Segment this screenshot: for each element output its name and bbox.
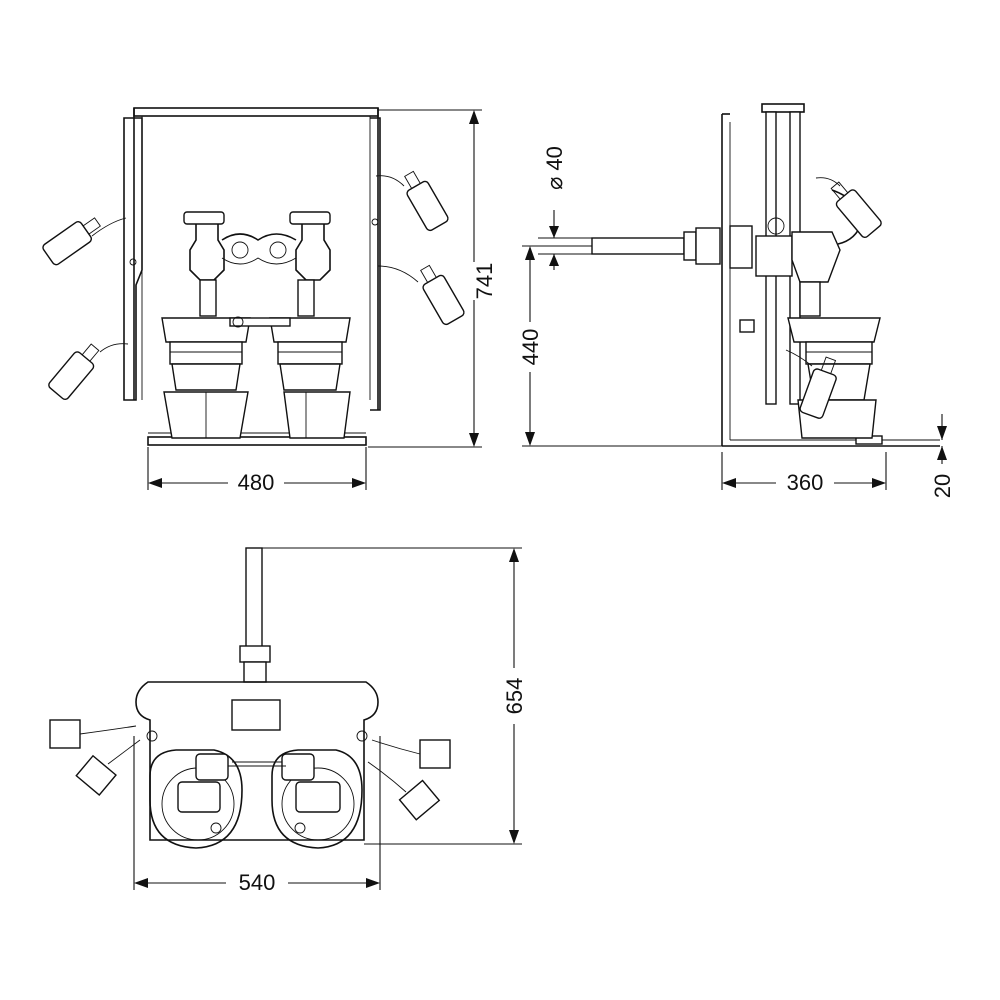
dimension-pipe-diameter: ⌀40 — [538, 146, 592, 270]
dimension-label-741: 741 — [472, 263, 497, 300]
dimension-plan-depth: 654 — [262, 547, 527, 845]
front-pump-right — [269, 211, 351, 439]
side-discharge-pipe — [591, 217, 793, 277]
front-manifold — [221, 233, 297, 328]
dimension-label-440: 440 — [518, 329, 543, 366]
dimension-label-diameter-40: ⌀40 — [542, 146, 567, 190]
plan-pump-left — [149, 749, 243, 849]
dimension-label-480: 480 — [238, 470, 275, 495]
side-view — [591, 103, 940, 447]
plan-pipe — [239, 547, 271, 683]
front-view — [40, 107, 467, 446]
front-frame — [123, 107, 381, 446]
dimension-plan-width: 540 — [133, 736, 381, 895]
dimension-label-20: 20 — [930, 474, 955, 498]
front-pump-left — [161, 211, 251, 439]
plan-manifold — [228, 761, 286, 767]
dimension-label-540: 540 — [239, 870, 276, 895]
dimension-pipe-height: 440 — [518, 245, 722, 447]
dimension-side-depth: 360 — [721, 452, 887, 495]
front-float-switches — [40, 167, 467, 402]
side-float-switches — [785, 176, 884, 421]
plan-pump-right — [271, 749, 363, 849]
dimension-label-360: 360 — [787, 470, 824, 495]
plan-frame — [135, 681, 379, 841]
dimension-front-height: 741 — [368, 109, 497, 448]
dimension-front-width: 480 — [147, 447, 367, 495]
dimension-foot-height: 20 — [930, 414, 955, 498]
plan-view — [49, 547, 451, 849]
plan-float-switches — [49, 719, 451, 821]
dimension-label-654: 654 — [502, 678, 527, 715]
